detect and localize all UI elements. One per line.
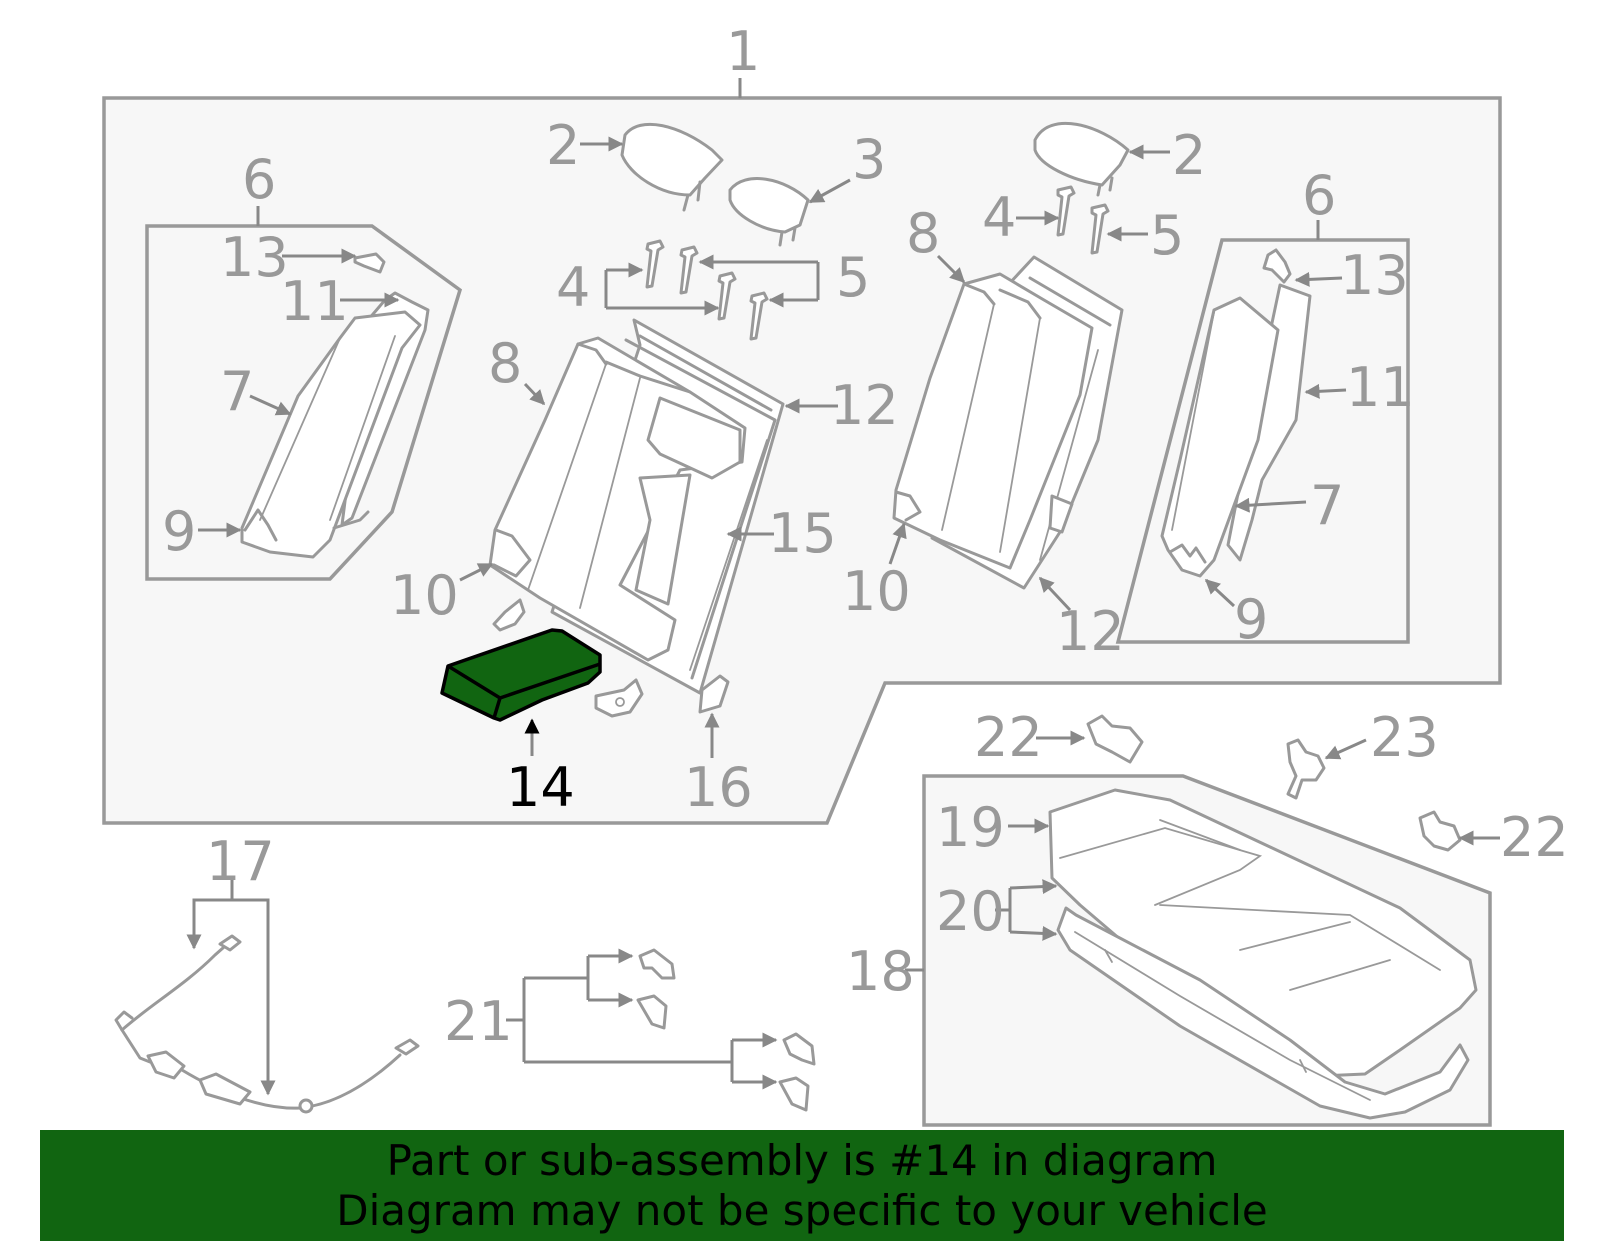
banner-line-2: Diagram may not be specific to your vehi… — [336, 1185, 1268, 1235]
callout-9-right[interactable]: 9 — [1234, 588, 1268, 651]
callout-16[interactable]: 16 — [684, 756, 753, 819]
clip-23 — [1286, 738, 1326, 800]
callout-22-top[interactable]: 22 — [974, 706, 1043, 769]
callout-5-right[interactable]: 5 — [1150, 204, 1184, 267]
callout-22-right[interactable]: 22 — [1500, 806, 1569, 869]
callout-10-center[interactable]: 10 — [390, 564, 459, 627]
callout-9-left[interactable]: 9 — [162, 500, 196, 563]
callout-3[interactable]: 3 — [852, 128, 886, 191]
callout-2-right[interactable]: 2 — [1172, 124, 1206, 187]
guide-pins-4-5-center — [645, 239, 769, 341]
callout-1[interactable]: 1 — [726, 20, 760, 83]
callout-14[interactable]: 14 — [506, 756, 575, 819]
callout-7-right[interactable]: 7 — [1310, 474, 1344, 537]
hinge-bracket — [594, 678, 644, 718]
callout-23[interactable]: 23 — [1370, 706, 1439, 769]
harness-17 — [114, 934, 420, 1114]
callout-4-center[interactable]: 4 — [556, 256, 590, 319]
bracket-center-left — [492, 598, 526, 632]
clip-22-right — [1418, 810, 1462, 852]
clips-21 — [636, 948, 816, 1112]
clip-22-top — [1086, 714, 1144, 764]
callout-15[interactable]: 15 — [768, 502, 837, 565]
callout-7-left[interactable]: 7 — [220, 360, 254, 423]
callout-12-right[interactable]: 12 — [1056, 600, 1125, 663]
seatback-cushion-right — [892, 272, 1094, 570]
callout-2-left[interactable]: 2 — [546, 114, 580, 177]
leader-lines — [186, 136, 1500, 1096]
callout-8-right[interactable]: 8 — [906, 202, 940, 265]
seatback-cushion-center — [488, 336, 747, 662]
callout-6-left[interactable]: 6 — [242, 148, 276, 211]
callout-8-center[interactable]: 8 — [488, 332, 522, 395]
callout-19[interactable]: 19 — [936, 796, 1005, 859]
banner-line-1: Part or sub-assembly is #14 in diagram — [386, 1135, 1218, 1185]
bracket-16 — [698, 674, 730, 714]
callout-18[interactable]: 18 — [846, 940, 915, 1003]
callout-21[interactable]: 21 — [444, 990, 513, 1053]
callout-13-left[interactable]: 13 — [220, 226, 289, 289]
guide-pins-4-5-right — [1056, 185, 1110, 255]
side-bolster-left — [240, 252, 430, 559]
callout-20[interactable]: 20 — [936, 880, 1005, 943]
headrest-2-left — [620, 122, 724, 212]
info-banner: Part or sub-assembly is #14 in diagram D… — [40, 1130, 1564, 1241]
callout-12-center[interactable]: 12 — [830, 374, 899, 437]
callout-11-left[interactable]: 11 — [280, 270, 349, 333]
side-bolster-right — [1160, 248, 1312, 578]
armrest-14-highlighted[interactable] — [440, 628, 602, 722]
callout-17[interactable]: 17 — [206, 830, 275, 893]
callout-6-right[interactable]: 6 — [1302, 164, 1336, 227]
callout-4-right[interactable]: 4 — [982, 186, 1016, 249]
headrest-2-right — [1033, 121, 1130, 197]
callout-labels: 1 2 3 2 6 13 11 7 9 4 5 8 12 15 10 14 16… — [162, 20, 1569, 1053]
callout-10-right[interactable]: 10 — [842, 560, 911, 623]
callout-13-right[interactable]: 13 — [1340, 244, 1409, 307]
callout-5-center[interactable]: 5 — [836, 246, 870, 309]
seat-cushion-19 — [1048, 788, 1478, 1078]
callout-11-right[interactable]: 11 — [1346, 356, 1415, 419]
headrest-3-center — [728, 177, 810, 247]
info-banner-bg — [40, 1130, 1564, 1241]
seat-cushion-frame-20 — [1056, 906, 1470, 1120]
